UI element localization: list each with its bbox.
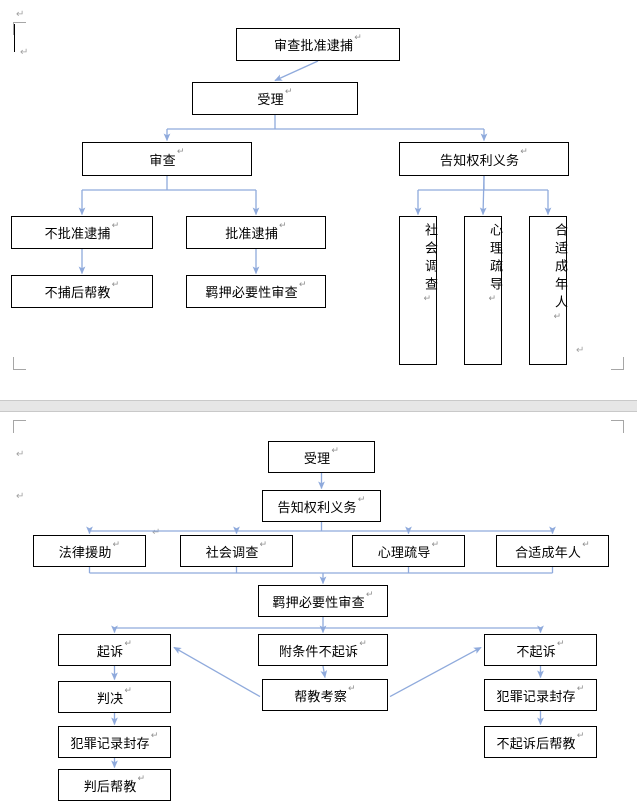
paragraph-mark: ↵ xyxy=(553,312,566,322)
connector-diagonal xyxy=(173,646,261,698)
paragraph-mark: ↵ xyxy=(112,540,121,550)
flowchart-node[interactable]: 犯罪记录封存↵ xyxy=(484,679,597,711)
flowchart-node[interactable]: 不捕后帮教↵ xyxy=(11,275,153,308)
flowchart-node[interactable]: 心理疏导↵ xyxy=(464,216,502,365)
flowchart-node-label: 受理 xyxy=(257,93,284,108)
paragraph-mark: ↵ xyxy=(284,87,293,97)
margin-paragraph-mark: ↵ xyxy=(16,449,25,460)
page-crop-mark-tl xyxy=(13,420,26,433)
connector-diagonal xyxy=(389,646,482,698)
flowchart-node-label: 不捕后帮教 xyxy=(44,286,111,301)
flowchart-node-label: 判后帮教 xyxy=(83,779,137,795)
flowchart-node[interactable]: 告知权利义务↵ xyxy=(399,142,569,176)
flowchart-node-label: 不批准逮捕 xyxy=(44,227,111,242)
flowchart-node[interactable]: 合适成年人↵ xyxy=(496,535,609,567)
paragraph-mark: ↵ xyxy=(150,731,159,741)
flowchart-node-label: 告知权利义务 xyxy=(440,153,520,169)
flowchart-node[interactable]: 判决↵ xyxy=(58,681,171,713)
flowchart-node[interactable]: 批准逮捕↵ xyxy=(186,216,326,249)
margin-paragraph-mark: ↵ xyxy=(16,491,25,502)
flowchart-node-label: 受理 xyxy=(303,451,331,467)
paragraph-mark: ↵ xyxy=(111,221,120,231)
flowchart-node[interactable]: 受理↵ xyxy=(192,82,358,115)
margin-paragraph-mark: ↵ xyxy=(20,47,29,58)
page-crop-mark-bl xyxy=(13,357,26,370)
flowchart-node-label: 法律援助 xyxy=(58,545,112,561)
flowchart-node[interactable]: 犯罪记录封存↵ xyxy=(58,726,171,758)
flowchart-node-label: 犯罪记录封存 xyxy=(70,736,150,752)
flowchart-node-label: 合适成年人 xyxy=(515,545,582,561)
connector xyxy=(479,175,487,216)
paragraph-mark: ↵ xyxy=(137,774,146,784)
flowchart-node[interactable]: 社会调查↵ xyxy=(180,535,293,567)
paragraph-mark: ↵ xyxy=(431,540,440,550)
paragraph-mark: ↵ xyxy=(365,590,374,600)
text-cursor-mark xyxy=(14,24,15,52)
paragraph-mark: ↵ xyxy=(124,639,133,649)
flowchart-node-label: 羁押必要性审查 xyxy=(205,286,298,301)
paragraph-mark: ↵ xyxy=(582,540,590,550)
flowchart-node-label: 审查批准逮捕 xyxy=(274,39,354,54)
page-crop-mark-tl xyxy=(13,22,26,35)
paragraph-mark: ↵ xyxy=(331,446,340,456)
paragraph-mark: ↵ xyxy=(556,639,565,649)
paragraph-mark: ↵ xyxy=(348,684,356,694)
paragraph-mark: ↵ xyxy=(423,294,436,304)
flowchart-node-label: 社会调查 xyxy=(205,545,259,561)
page-crop-mark-br xyxy=(611,357,624,370)
flowchart-node-label: 不起诉 xyxy=(516,644,556,660)
flowchart-node[interactable]: 合适成年人↵ xyxy=(529,216,567,365)
connector xyxy=(274,60,319,82)
paragraph-mark: ↵ xyxy=(298,280,307,290)
flowchart-node-label: 告知权利义务 xyxy=(277,500,357,516)
flowchart-node-label: 社会调查 xyxy=(422,223,437,295)
flowchart-node-label: 羁押必要性审查 xyxy=(272,595,365,611)
paragraph-mark: ↵ xyxy=(576,684,585,694)
flowchart-node[interactable]: 社会调查↵ xyxy=(399,216,437,365)
flowchart-node[interactable]: 审查批准逮捕↵ xyxy=(236,28,400,61)
flowchart-node-label: 附条件不起诉 xyxy=(279,644,359,660)
flowchart-node-label: 心理疏导 xyxy=(377,545,431,561)
paragraph-mark: ↵ xyxy=(488,294,501,304)
paragraph-mark: ↵ xyxy=(259,540,268,550)
paragraph-mark: ↵ xyxy=(124,686,133,696)
flowchart-node-label: 犯罪记录封存 xyxy=(496,689,576,705)
margin-paragraph-mark: ↵ xyxy=(576,345,585,356)
connector xyxy=(320,665,328,679)
flowchart-node[interactable]: 审查↵ xyxy=(82,142,252,176)
flowchart-node[interactable]: 羁押必要性审查↵ xyxy=(258,585,388,617)
flowchart-node-label: 批准逮捕 xyxy=(225,227,279,242)
flowchart-node[interactable]: 不起诉↵ xyxy=(484,634,597,666)
paragraph-mark: ↵ xyxy=(357,495,366,505)
paragraph-mark: ↵ xyxy=(359,639,367,649)
flowchart-node-label: 帮教考察 xyxy=(294,689,348,705)
margin-paragraph-mark: ↵ xyxy=(16,9,25,20)
flowchart-node[interactable]: 判后帮教↵ xyxy=(58,769,171,801)
flowchart-node-label: 起诉 xyxy=(96,644,124,660)
flowchart-node-label: 审查 xyxy=(149,153,176,169)
page-break-separator xyxy=(0,400,637,412)
paragraph-mark: ↵ xyxy=(111,280,120,290)
flowchart-node[interactable]: 起诉↵ xyxy=(58,634,171,666)
flowchart-node[interactable]: 告知权利义务↵ xyxy=(262,490,381,522)
flowchart-node[interactable]: 不起诉后帮教↵ xyxy=(484,726,597,758)
flowchart-node[interactable]: 不批准逮捕↵ xyxy=(11,216,153,249)
flowchart-node-label: 合适成年人 xyxy=(552,223,567,313)
paragraph-mark: ↵ xyxy=(279,221,287,231)
flowchart-node[interactable]: 心理疏导↵ xyxy=(352,535,465,567)
paragraph-mark: ↵ xyxy=(176,147,185,157)
flowchart-node-label: 不起诉后帮教 xyxy=(496,736,576,752)
paragraph-mark: ↵ xyxy=(520,147,528,157)
paragraph-mark: ↵ xyxy=(354,33,362,43)
flowchart-node-label: 判决 xyxy=(96,691,124,707)
flowchart-node[interactable]: 法律援助↵ xyxy=(33,535,146,567)
margin-paragraph-mark: ↵ xyxy=(152,527,161,538)
page-crop-mark-tr xyxy=(611,420,624,433)
paragraph-mark: ↵ xyxy=(576,731,585,741)
flowchart-node[interactable]: 受理↵ xyxy=(268,441,375,473)
flowchart-node[interactable]: 附条件不起诉↵ xyxy=(258,634,388,666)
flowchart-node-label: 心理疏导 xyxy=(487,223,502,295)
flowchart-node[interactable]: 羁押必要性审查↵ xyxy=(186,275,326,308)
flowchart-node[interactable]: 帮教考察↵ xyxy=(262,679,388,711)
